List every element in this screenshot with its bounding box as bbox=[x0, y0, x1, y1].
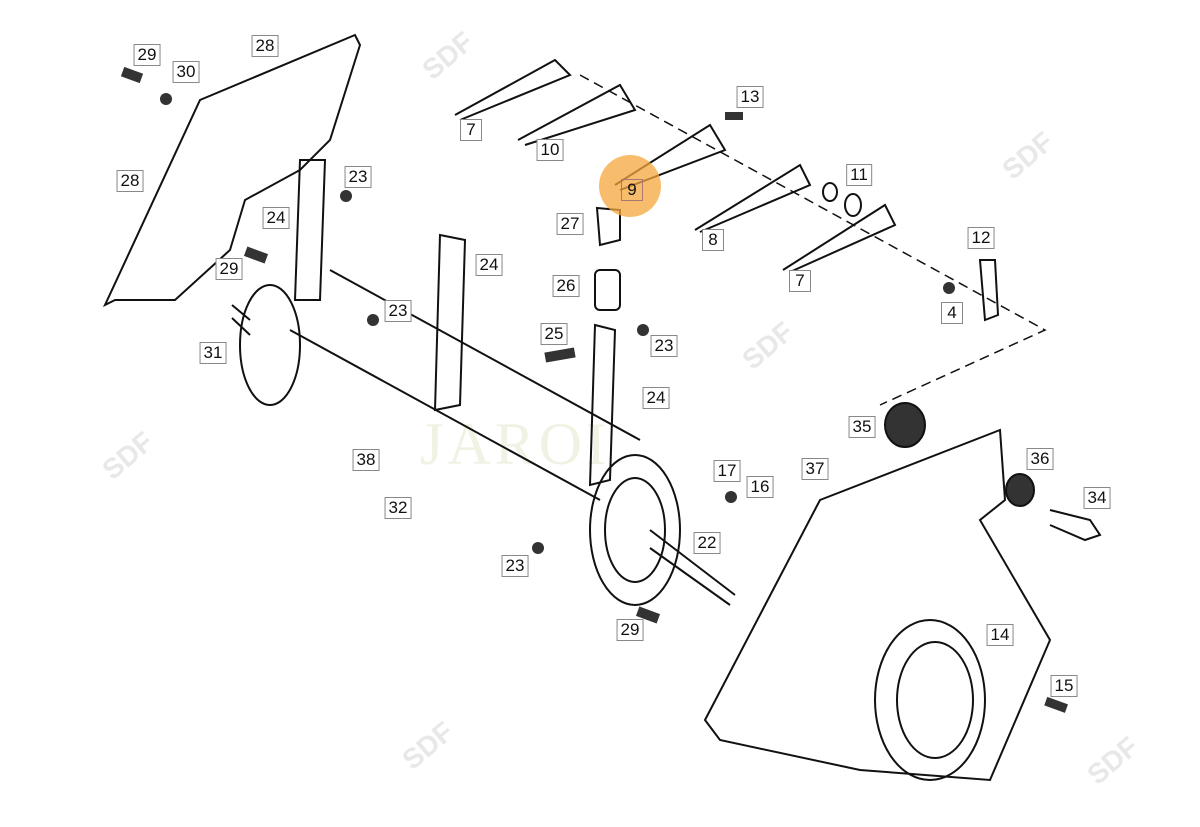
part-callout-9[interactable]: 9 bbox=[621, 179, 643, 201]
part-callout-38[interactable]: 38 bbox=[352, 449, 380, 471]
part-callout-25[interactable]: 25 bbox=[540, 323, 568, 345]
side-plate bbox=[703, 428, 1052, 782]
bolts bbox=[120, 66, 1068, 713]
pin-34 bbox=[1049, 509, 1102, 542]
part-callout-24[interactable]: 24 bbox=[642, 387, 670, 409]
part-callout-30[interactable]: 30 bbox=[172, 61, 200, 83]
part-callout-12[interactable]: 12 bbox=[967, 227, 995, 249]
part-callout-13[interactable]: 13 bbox=[736, 86, 764, 108]
part-callout-16[interactable]: 16 bbox=[746, 476, 774, 498]
coupling-36 bbox=[1005, 473, 1035, 507]
part-callout-27[interactable]: 27 bbox=[556, 213, 584, 235]
part-callout-28[interactable]: 28 bbox=[116, 170, 144, 192]
part-callout-31[interactable]: 31 bbox=[199, 342, 227, 364]
part-callout-34[interactable]: 34 bbox=[1083, 487, 1111, 509]
part-callout-10[interactable]: 10 bbox=[536, 139, 564, 161]
clamp bbox=[594, 269, 621, 311]
blade bbox=[782, 203, 897, 273]
support-arm bbox=[433, 233, 467, 412]
support-arm bbox=[293, 159, 327, 301]
seal-35 bbox=[884, 402, 926, 448]
part-callout-26[interactable]: 26 bbox=[552, 275, 580, 297]
blade bbox=[454, 58, 572, 121]
part-callout-22[interactable]: 22 bbox=[693, 532, 721, 554]
highlight-marker bbox=[599, 155, 661, 217]
lever-12 bbox=[978, 259, 1000, 322]
watermark-center: JAROI bbox=[420, 411, 611, 477]
part-callout-11[interactable]: 11 bbox=[846, 164, 872, 186]
part-callout-37[interactable]: 37 bbox=[801, 458, 829, 480]
part-callout-17[interactable]: 17 bbox=[713, 460, 741, 482]
part-callout-23[interactable]: 23 bbox=[344, 166, 372, 188]
shaft-left bbox=[231, 304, 251, 336]
part-callout-24[interactable]: 24 bbox=[262, 207, 290, 229]
part-callout-36[interactable]: 36 bbox=[1026, 448, 1054, 470]
blade bbox=[694, 163, 812, 233]
rotor-tube bbox=[289, 269, 641, 501]
part-callout-8[interactable]: 8 bbox=[702, 229, 724, 251]
washer bbox=[844, 193, 862, 217]
support-arm bbox=[588, 323, 617, 487]
part-callout-4[interactable]: 4 bbox=[941, 302, 963, 324]
part-callout-29[interactable]: 29 bbox=[616, 619, 644, 641]
part-callout-23[interactable]: 23 bbox=[384, 300, 412, 322]
blade bbox=[517, 83, 637, 146]
washer bbox=[822, 182, 838, 202]
part-callout-15[interactable]: 15 bbox=[1050, 675, 1078, 697]
left-flange bbox=[239, 284, 301, 406]
part-callout-29[interactable]: 29 bbox=[133, 44, 161, 66]
part-callout-29[interactable]: 29 bbox=[215, 258, 243, 280]
right-flange bbox=[589, 454, 681, 606]
part-callout-14[interactable]: 14 bbox=[986, 624, 1014, 646]
part-callout-23[interactable]: 23 bbox=[650, 335, 678, 357]
part-callout-28[interactable]: 28 bbox=[251, 35, 279, 57]
blade bbox=[614, 123, 727, 191]
part-callout-32[interactable]: 32 bbox=[384, 497, 412, 519]
part-callout-23[interactable]: 23 bbox=[501, 555, 529, 577]
shaft-right bbox=[649, 529, 736, 606]
part-callout-35[interactable]: 35 bbox=[848, 416, 876, 438]
part-callout-7[interactable]: 7 bbox=[460, 119, 482, 141]
part-callout-7[interactable]: 7 bbox=[789, 270, 811, 292]
part-callout-24[interactable]: 24 bbox=[475, 254, 503, 276]
bearing-housing bbox=[874, 619, 986, 781]
